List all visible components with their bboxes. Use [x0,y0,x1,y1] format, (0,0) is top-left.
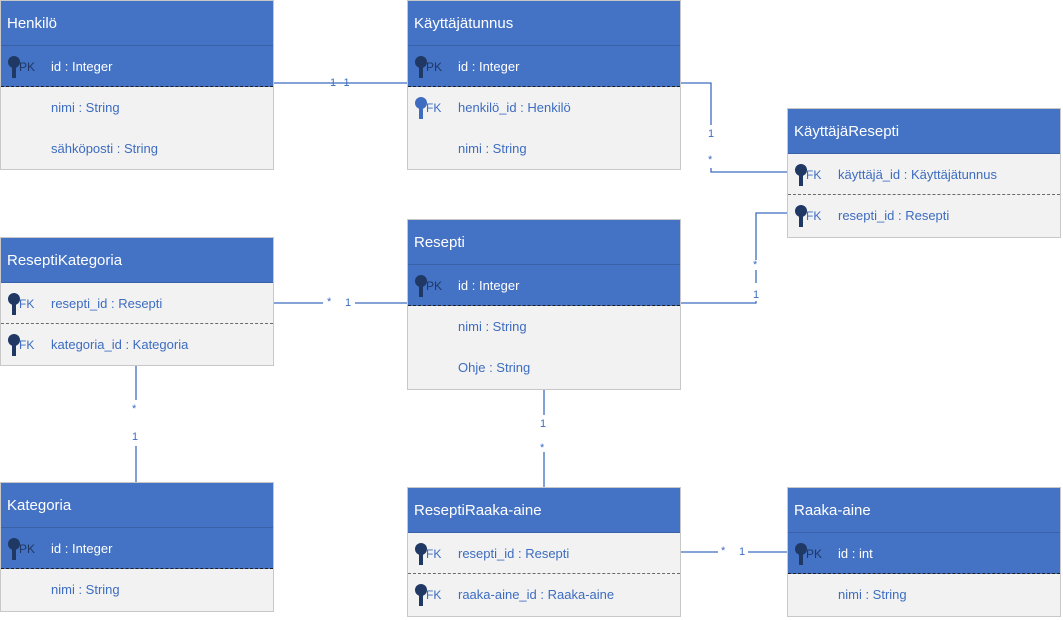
line-kayttajatunnus-kayttajaresepti [680,82,712,125]
key-type-label: FK [426,101,442,115]
attribute-row[interactable]: Ohje : String [408,347,680,388]
fk-row[interactable]: FK resepti_id : Resepti [788,195,1060,236]
mult-henkilo-kayttaja: 1--1 [330,77,350,89]
field-label: id : Integer [51,540,113,556]
key-icon [8,538,20,560]
field-label: resepti_id : Resepti [838,208,950,223]
attribute-row[interactable]: nimi : String [1,87,273,128]
mult-raakaaine-end: 1 [739,546,746,558]
field-label: nimi : String [458,141,527,156]
field-label: kategoria_id : Kategoria [51,337,189,352]
field-label: id : Integer [51,58,113,74]
fk-row[interactable]: FK käyttäjä_id : Käyttäjätunnus [788,154,1060,195]
field-label: sähköposti : String [51,141,158,156]
key-type-label: PK [426,279,443,293]
fk-row[interactable]: FK resepti_id : Resepti [1,283,273,324]
mult-reseptiraakaaine-end-a: * [540,442,545,454]
entity-resepti[interactable]: Resepti PK id : Integer nimi : String Oh… [407,219,681,390]
pk-row[interactable]: PK id : int [788,533,1060,574]
entity-kayttajatunnus[interactable]: Käyttäjätunnus PK id : Integer FK henkil… [407,0,681,170]
field-label: id : int [838,545,873,561]
field-label: nimi : String [51,582,120,597]
key-icon [415,56,427,78]
mult-reseptikategoria-end-b: * [132,403,137,415]
key-icon [415,584,427,606]
key-icon [8,293,20,315]
fk-row[interactable]: FK raaka-aine_id : Raaka-aine [408,574,680,615]
attribute-row[interactable]: nimi : String [408,306,680,347]
mult-reseptiraakaaine-end-b: * [721,545,726,557]
key-type-label: FK [426,547,442,561]
pk-row[interactable]: PK id : Integer [408,46,680,87]
entity-raakaaine[interactable]: Raaka-aine PK id : int nimi : String [787,487,1061,617]
attribute-row[interactable]: sähköposti : String [1,128,273,169]
key-icon [795,205,807,227]
key-type-label: FK [19,297,35,311]
mult-resepti-end-c: 1 [540,418,547,430]
field-label: nimi : String [838,587,907,602]
line-kayttajatunnus-kayttajaresepti-lower [710,168,788,173]
pk-row[interactable]: PK id : Integer [408,265,680,306]
entity-kayttajaresepti[interactable]: KäyttäjäResepti FK käyttäjä_id : Käyttäj… [787,108,1061,238]
mult-kayttajatunnus-end: 1 [708,128,715,140]
mult-kayttajaresepti-end-a: * [708,154,713,166]
entity-title: Käyttäjätunnus [408,1,680,46]
entity-title: Raaka-aine [788,488,1060,533]
key-icon [415,275,427,297]
key-type-label: FK [19,338,35,352]
entity-title: ReseptiKategoria [1,238,273,283]
field-label: käyttäjä_id : Käyttäjätunnus [838,166,997,182]
field-label: raaka-aine_id : Raaka-aine [458,587,615,602]
entity-title: KäyttäjäResepti [788,109,1060,154]
key-type-label: PK [19,60,36,74]
key-type-label: PK [806,547,823,561]
pk-row[interactable]: PK id : Integer [1,46,273,87]
key-type-label: FK [426,588,442,602]
line-resepti-kayttajaresepti-upper [755,212,788,260]
entity-title: Henkilö [1,1,273,46]
field-label: resepti_id : Resepti [458,545,570,561]
entity-reseptikategoria[interactable]: ReseptiKategoria FK resepti_id : Resepti… [0,237,274,366]
attribute-row[interactable]: nimi : String [1,569,273,610]
key-icon [8,56,20,78]
key-type-label: FK [806,168,822,182]
fk-row[interactable]: FK henkilö_id : Henkilö [408,87,680,128]
mult-resepti-end-a: 1 [753,289,760,301]
mult-resepti-end-b: 1 [345,297,352,309]
entity-title: Resepti [408,220,680,265]
fk-row[interactable]: FK resepti_id : Resepti [408,533,680,574]
key-type-label: FK [806,209,822,223]
attribute-row[interactable]: nimi : String [408,128,680,169]
pk-row[interactable]: PK id : Integer [1,528,273,569]
mult-kayttajaresepti-end-b: * [753,259,758,271]
field-label: id : Integer [458,58,520,74]
line-resepti-kayttajaresepti-end [680,301,757,304]
key-icon [415,97,427,119]
field-label: nimi : String [51,100,120,115]
key-type-label: PK [426,60,443,74]
fk-row[interactable]: FK kategoria_id : Kategoria [1,324,273,365]
entity-kategoria[interactable]: Kategoria PK id : Integer nimi : String [0,482,274,612]
key-type-label: PK [19,542,36,556]
key-icon [795,164,807,186]
key-icon [795,543,807,565]
field-label: id : Integer [458,277,520,293]
field-label: Ohje : String [458,360,531,375]
field-label: nimi : String [458,319,527,334]
field-label: henkilö_id : Henkilö [458,100,571,115]
mult-kategoria-end: 1 [132,431,139,443]
field-label: resepti_id : Resepti [51,295,163,311]
entity-reseptiraakaaine[interactable]: ReseptiRaaka-aine FK resepti_id : Resept… [407,487,681,617]
key-icon [415,543,427,565]
entity-title: ReseptiRaaka-aine [408,488,680,533]
mult-reseptikategoria-end-a: * [327,296,332,308]
entity-title: Kategoria [1,483,273,528]
key-icon [8,334,20,356]
entity-henkilo[interactable]: Henkilö PK id : Integer nimi : String sä… [0,0,274,170]
attribute-row[interactable]: nimi : String [788,574,1060,615]
